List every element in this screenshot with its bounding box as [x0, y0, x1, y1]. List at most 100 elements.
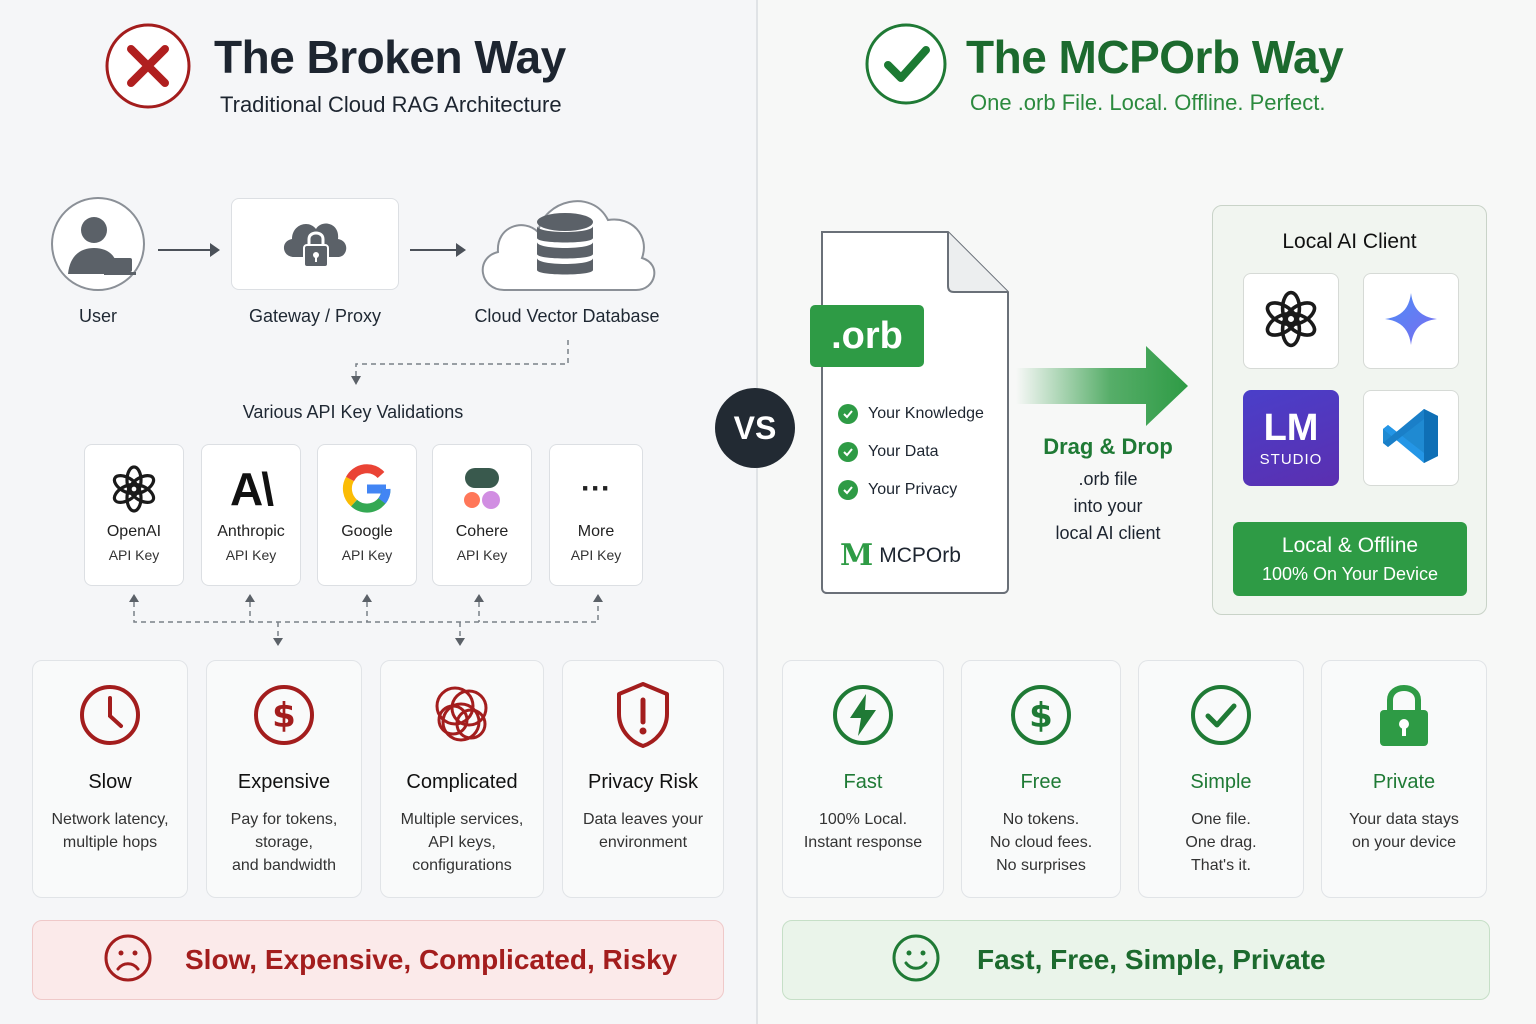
check-icon	[838, 480, 858, 500]
api-key-card-google: Google API Key	[317, 444, 417, 586]
cloud-database-icon	[472, 178, 662, 296]
file-item-label: Your Data	[868, 443, 939, 460]
padlock-icon	[1322, 679, 1486, 751]
file-item: Your Knowledge	[838, 404, 984, 424]
feature-desc: No tokens. No cloud fees. No surprises	[989, 811, 1093, 874]
local-ai-client-title: Local AI Client	[1282, 230, 1417, 253]
check-circle-icon	[864, 22, 948, 106]
drag-drop-caption: Drag & Drop .orb file into your local AI…	[1028, 434, 1188, 547]
right-subtitle: One .orb File. Local. Offline. Perfect.	[970, 90, 1326, 115]
api-key-sub: API Key	[225, 547, 277, 563]
api-key-name: More	[577, 523, 615, 540]
vscode-icon	[1380, 405, 1442, 472]
clock-icon	[33, 679, 187, 751]
check-circle-icon	[1139, 679, 1303, 751]
feature-title: Privacy Risk	[587, 771, 698, 793]
openai-icon	[1261, 289, 1321, 354]
drag-drop-title: Drag & Drop	[1043, 434, 1173, 459]
api-key-name: Anthropic	[217, 523, 285, 540]
dashed-key-connector	[120, 592, 616, 650]
feature-card-private: Private Your data stays on your device	[1321, 660, 1487, 898]
x-circle-icon	[104, 22, 192, 110]
local-offline-badge: Local & Offline 100% On Your Device	[1233, 522, 1467, 596]
dollar-icon: $	[207, 679, 361, 751]
api-key-name: Cohere	[455, 523, 509, 540]
mcporb-brand-text: MCPOrb	[879, 543, 961, 567]
left-summary-banner: Slow, Expensive, Complicated, Risky	[32, 920, 724, 1000]
right-title: The MCPOrb Way	[966, 31, 1344, 83]
lm-studio-logo-top: LM	[1263, 406, 1319, 449]
user-label: User	[78, 306, 117, 326]
bolt-icon	[783, 679, 943, 751]
feature-desc: Data leaves your environment	[582, 811, 704, 851]
feature-desc: One file. One drag. That's it.	[1185, 811, 1257, 874]
ellipsis-icon: ···	[581, 472, 611, 505]
api-key-sub: API Key	[570, 547, 622, 563]
feature-desc: Multiple services, API keys, configurati…	[400, 811, 524, 874]
gateway-label: Gateway / Proxy	[248, 306, 382, 326]
dashed-connector	[346, 338, 576, 388]
client-tile-vscode	[1363, 390, 1459, 486]
file-item: Your Data	[838, 442, 984, 462]
drag-drop-line: local AI client	[1055, 523, 1161, 543]
check-icon	[838, 442, 858, 462]
feature-card-privacy-risk: Privacy Risk Data leaves your environmen…	[562, 660, 724, 898]
drag-arrow-icon	[1016, 344, 1190, 428]
api-key-sub: API Key	[456, 547, 508, 563]
tangle-icon	[381, 679, 543, 751]
api-key-card-cohere: Cohere API Key	[432, 444, 532, 586]
gateway-box	[231, 198, 399, 290]
mcporb-brand: M MCPOrb	[840, 538, 961, 573]
client-tile-gemini	[1363, 273, 1459, 369]
api-key-card-anthropic: A\ Anthropic API Key	[201, 444, 301, 586]
left-subtitle: Traditional Cloud RAG Architecture	[220, 92, 562, 117]
anthropic-icon: A\	[230, 463, 274, 515]
file-item-label: Your Privacy	[868, 481, 958, 498]
feature-card-fast: Fast 100% Local. Instant response	[782, 660, 944, 898]
feature-desc: 100% Local. Instant response	[803, 811, 923, 851]
feature-title: Simple	[1190, 771, 1252, 793]
drag-drop-line: into your	[1073, 496, 1143, 516]
cohere-icon	[433, 461, 531, 517]
feature-title: Slow	[88, 771, 132, 793]
file-item-list: Your Knowledge Your Data Your Privacy	[838, 404, 984, 500]
shield-alert-icon	[563, 679, 723, 751]
dollar-icon: $	[962, 679, 1120, 751]
svg-text:$: $	[272, 696, 296, 736]
feature-card-free: $ Free No tokens. No cloud fees. No surp…	[961, 660, 1121, 898]
badge-line-1: Local & Offline	[1281, 534, 1419, 557]
arrow-right-icon	[158, 240, 222, 260]
openai-icon	[85, 461, 183, 517]
left-summary-text: Slow, Expensive, Complicated, Risky	[185, 944, 678, 975]
arrow-right-icon	[410, 240, 468, 260]
google-icon	[318, 461, 416, 517]
file-item: Your Privacy	[838, 480, 984, 500]
user-icon	[50, 196, 146, 292]
api-key-name: OpenAI	[106, 523, 162, 540]
feature-title: Expensive	[237, 771, 331, 793]
feature-desc: Network latency, multiple hops	[51, 811, 169, 851]
drag-drop-line: .orb file	[1078, 469, 1138, 489]
sad-face-icon	[103, 933, 153, 988]
vs-badge: VS	[715, 388, 795, 468]
cloud-database-label: Cloud Vector Database	[474, 306, 660, 326]
mcporb-logo-icon: M	[840, 538, 874, 573]
feature-card-expensive: $ Expensive Pay for tokens, storage, and…	[206, 660, 362, 898]
api-key-name: Google	[341, 523, 393, 540]
check-icon	[838, 404, 858, 424]
client-tile-chatgpt	[1243, 273, 1339, 369]
right-summary-banner: Fast, Free, Simple, Private	[782, 920, 1490, 1000]
feature-title: Free	[1020, 771, 1062, 793]
feature-title: Private	[1372, 771, 1436, 793]
sparkle-icon	[1383, 291, 1439, 352]
api-validations-label: Various API Key Validations	[242, 402, 464, 422]
feature-card-simple: Simple One file. One drag. That's it.	[1138, 660, 1304, 898]
feature-card-slow: Slow Network latency, multiple hops	[32, 660, 188, 898]
api-key-card-more: ··· More API Key	[549, 444, 643, 586]
api-key-sub: API Key	[108, 547, 160, 563]
feature-title: Fast	[843, 771, 883, 793]
api-key-sub: API Key	[341, 547, 393, 563]
feature-title: Complicated	[406, 771, 518, 793]
right-summary-text: Fast, Free, Simple, Private	[977, 944, 1326, 975]
lm-studio-logo-bottom: STUDIO	[1259, 450, 1323, 468]
